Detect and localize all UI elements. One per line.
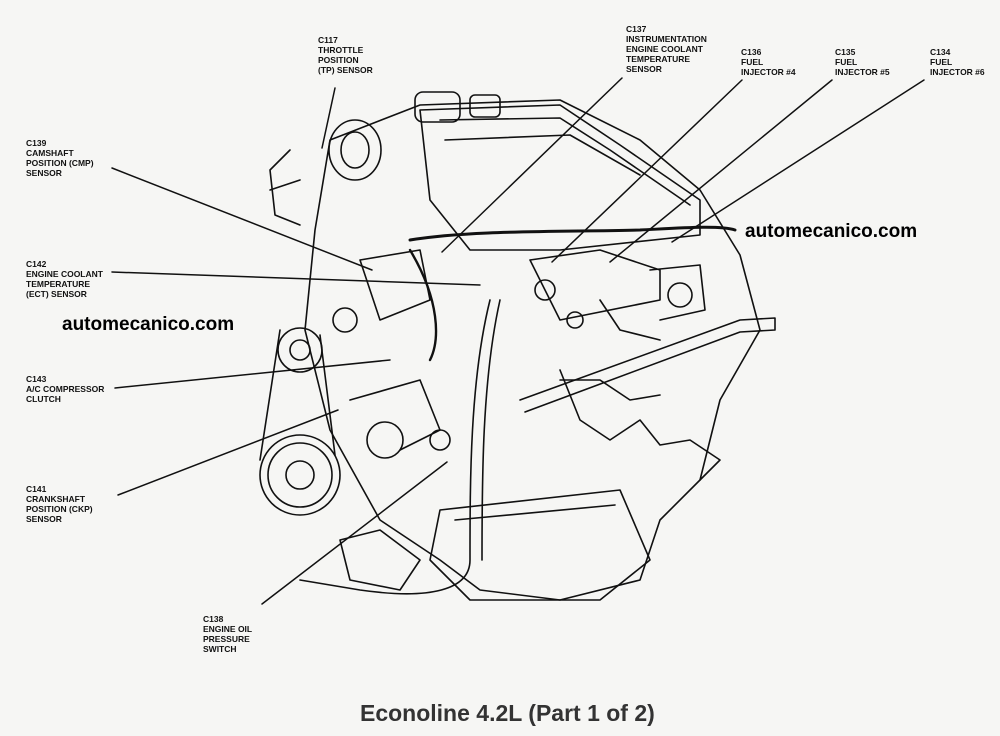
- leader-c117: [321, 87, 336, 149]
- leader-c137: [441, 77, 623, 253]
- callout-c138-line: PRESSURE: [203, 634, 250, 644]
- callout-c138: C138 ENGINE OIL PRESSURE SWITCH: [203, 614, 252, 654]
- diagram-caption: Econoline 4.2L (Part 1 of 2): [360, 700, 655, 726]
- callout-c141-line: POSITION (CKP): [26, 504, 93, 514]
- callout-c143: C143 A/C COMPRESSOR CLUTCH: [26, 374, 104, 404]
- callout-c141-line: CRANKSHAFT: [26, 494, 86, 504]
- callout-c137-code: C137: [626, 24, 647, 34]
- callout-c135-code: C135: [835, 47, 856, 57]
- callout-c117: C117 THROTTLE POSITION (TP) SENSOR: [318, 35, 373, 75]
- watermark-right: automecanico.com: [745, 221, 918, 242]
- callout-c135-line: INJECTOR #5: [835, 67, 890, 77]
- callout-c134-line: INJECTOR #6: [930, 67, 985, 77]
- callout-c134-code: C134: [930, 47, 951, 57]
- callout-c137: C137 INSTRUMENTATION ENGINE COOLANT TEMP…: [626, 24, 707, 74]
- callout-c141-code: C141: [26, 484, 47, 494]
- callout-c143-line: CLUTCH: [26, 394, 61, 404]
- callout-c139-line: POSITION (CMP): [26, 158, 94, 168]
- leader-lines: [111, 77, 925, 605]
- callout-c139-line: CAMSHAFT: [26, 148, 74, 158]
- callout-c138-code: C138: [203, 614, 224, 624]
- callout-c143-code: C143: [26, 374, 47, 384]
- callout-c142-line: (ECT) SENSOR: [26, 289, 87, 299]
- leader-c139: [111, 167, 373, 271]
- callout-c135: C135 FUEL INJECTOR #5: [835, 47, 890, 77]
- engine-illustration: [259, 91, 776, 601]
- callout-c143-line: A/C COMPRESSOR: [26, 384, 105, 394]
- leader-c142: [111, 271, 481, 286]
- callout-c137-line: SENSOR: [626, 64, 662, 74]
- callout-c134-line: FUEL: [930, 57, 953, 67]
- callout-c136-line: INJECTOR #4: [741, 67, 796, 77]
- callout-c142: C142 ENGINE COOLANT TEMPERATURE (ECT) SE…: [26, 259, 103, 299]
- callout-c142-code: C142: [26, 259, 47, 269]
- callout-c117-code: C117: [318, 35, 338, 45]
- callout-c137-line: TEMPERATURE: [626, 54, 691, 64]
- callout-c135-line: FUEL: [835, 57, 858, 67]
- callout-c136-code: C136: [741, 47, 762, 57]
- callout-c139: C139 CAMSHAFT POSITION (CMP) SENSOR: [26, 138, 94, 178]
- leader-c135: [609, 79, 833, 263]
- callout-c137-line: ENGINE COOLANT: [626, 44, 703, 54]
- leader-c138: [261, 461, 448, 605]
- callout-c137-line: INSTRUMENTATION: [626, 34, 707, 44]
- callout-c142-line: TEMPERATURE: [26, 279, 91, 289]
- callout-c139-code: C139: [26, 138, 47, 148]
- callout-c138-line: ENGINE OIL: [203, 624, 253, 634]
- callout-c117-line: THROTTLE: [318, 45, 364, 55]
- callout-c138-line: SWITCH: [203, 644, 237, 654]
- callout-c136: C136 FUEL INJECTOR #4: [741, 47, 796, 77]
- callout-c134: C134 FUEL INJECTOR #6: [930, 47, 985, 77]
- callout-c142-line: ENGINE COOLANT: [26, 269, 103, 279]
- callout-c136-line: FUEL: [741, 57, 764, 67]
- leader-c136: [551, 79, 743, 263]
- callout-c117-line: POSITION: [318, 55, 359, 65]
- leader-c134: [671, 79, 925, 243]
- callout-c117-line: (TP) SENSOR: [318, 65, 373, 75]
- callout-c141-line: SENSOR: [26, 514, 62, 524]
- callout-c141: C141 CRANKSHAFT POSITION (CKP) SENSOR: [26, 484, 93, 524]
- watermark-left: automecanico.com: [62, 314, 235, 335]
- leader-c141: [117, 409, 339, 496]
- callout-c139-line: SENSOR: [26, 168, 62, 178]
- leader-c143: [114, 359, 391, 389]
